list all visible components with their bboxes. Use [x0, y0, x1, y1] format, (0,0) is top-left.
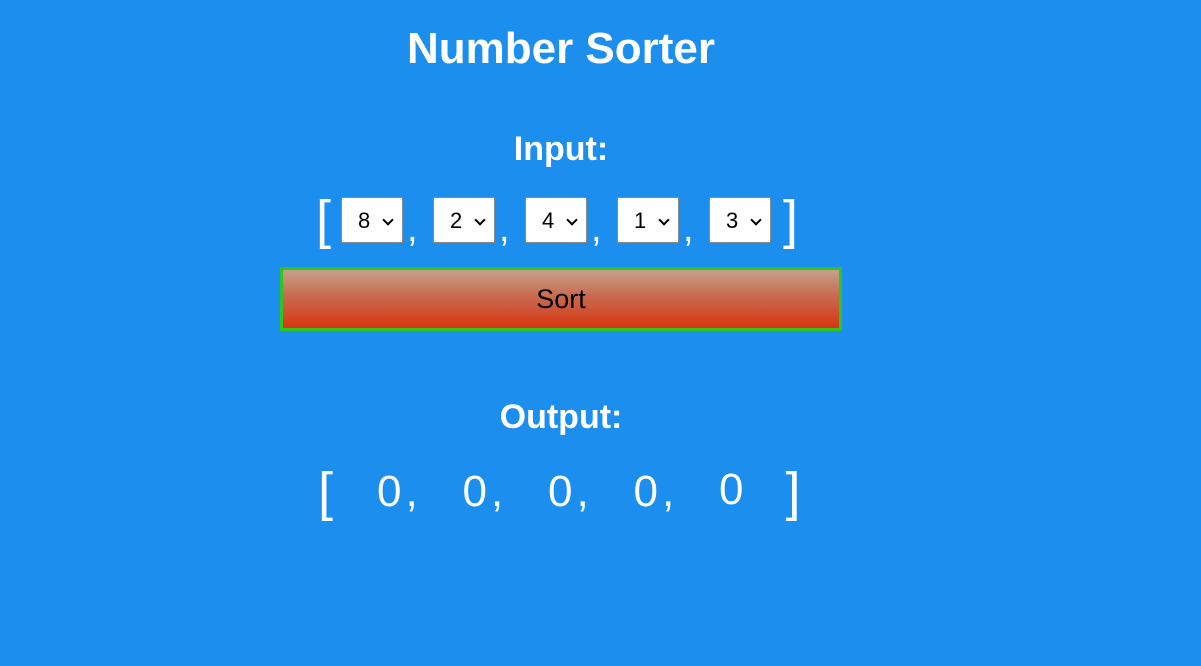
- chevron-down-icon: [474, 214, 486, 226]
- output-value-5: 0: [718, 465, 744, 514]
- input-select-1[interactable]: 8: [341, 197, 404, 243]
- input-select-3[interactable]: 4: [525, 197, 588, 243]
- input-select-value: 2: [450, 208, 463, 233]
- input-select-value: 3: [726, 208, 739, 233]
- chevron-down-icon: [382, 214, 394, 226]
- output-label: Output:: [499, 398, 623, 436]
- input-close-bracket: ]: [783, 190, 799, 250]
- chevron-down-icon: [566, 214, 578, 226]
- input-label: Input:: [513, 130, 609, 168]
- input-array: [ 8 , 2 , 4 , 1 , 3 ]: [316, 188, 798, 252]
- chevron-down-icon: [750, 214, 762, 226]
- output-array: [ 0 , 0 , 0 , 0 , 0 ]: [318, 462, 800, 522]
- input-select-value: 1: [634, 208, 647, 233]
- input-comma: ,: [683, 208, 694, 250]
- output-close-bracket: ]: [785, 462, 801, 522]
- output-comma: ,: [661, 467, 675, 516]
- output-value-4: 0: [633, 467, 658, 516]
- page-title: Number Sorter: [406, 24, 716, 73]
- input-comma: ,: [499, 208, 510, 250]
- output-comma: ,: [405, 467, 418, 516]
- chevron-down-icon: [658, 214, 670, 226]
- input-select-value: 8: [358, 208, 371, 233]
- input-select-value: 4: [542, 208, 555, 233]
- input-comma: ,: [591, 208, 602, 250]
- output-open-bracket: [: [318, 462, 334, 522]
- input-select-2[interactable]: 2: [433, 197, 496, 243]
- sort-button[interactable]: Sort: [280, 267, 842, 331]
- input-comma: ,: [407, 208, 418, 250]
- input-open-bracket: [: [316, 190, 332, 250]
- output-comma: ,: [576, 467, 589, 516]
- output-value-1: 0: [377, 467, 402, 516]
- output-comma: ,: [490, 467, 504, 516]
- output-value-2: 0: [462, 467, 487, 516]
- output-value-3: 0: [547, 467, 573, 516]
- input-select-4[interactable]: 1: [617, 197, 680, 243]
- input-select-5[interactable]: 3: [709, 197, 772, 243]
